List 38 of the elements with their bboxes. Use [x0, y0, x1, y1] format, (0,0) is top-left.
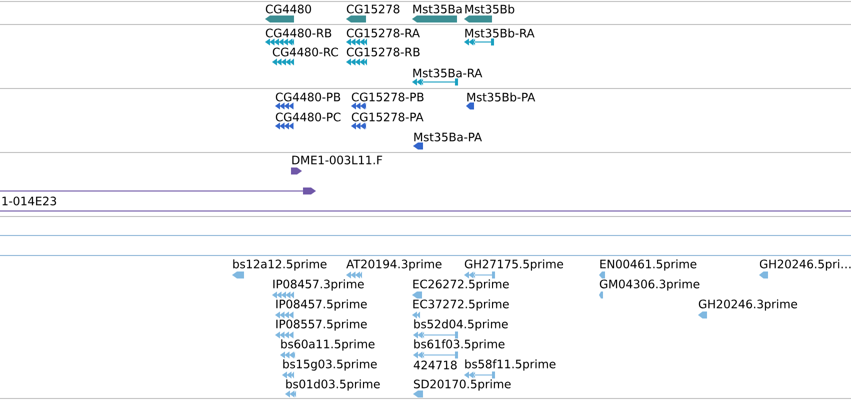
feature-label: DME1-003L11.F: [292, 156, 382, 164]
feature-label: bs15g03.5prime: [283, 359, 377, 371]
feature-label: CG4480-RB: [266, 28, 332, 38]
feature-label: bs60a11.5prime: [281, 339, 374, 351]
feature-label: bs61f03.5prime: [414, 339, 504, 351]
feature-label: CG15278-PA: [352, 112, 424, 122]
feature-label: bs52d04.5prime: [414, 319, 508, 331]
feature-label: Mst35Ba-RA: [413, 68, 482, 78]
feature-label: EC26272.5prime: [413, 279, 509, 291]
feature-label: IP08457.5prime: [276, 299, 367, 311]
feature-label: GH20246.5pri…: [760, 259, 850, 271]
feature-label: bs12a12.5prime: [233, 259, 326, 271]
feature-label: Mst35Bb-PA: [467, 92, 536, 102]
feature-label: AT20194.3prime: [346, 259, 442, 271]
feature-label: IP08557.5prime: [276, 319, 367, 331]
feature-label: Mst35Bb: [465, 4, 514, 14]
feature-label: CG4480-PB: [276, 92, 340, 102]
feature-label: bs01d03.5prime: [286, 379, 380, 391]
feature-label: CG15278: [346, 4, 400, 14]
feature-label: Mst35Bb-RA: [465, 28, 535, 38]
feature-label: Mst35Ba-PA: [414, 132, 482, 142]
feature-label: IP08457.3prime: [273, 279, 364, 291]
feature-label: GH27175.5prime: [464, 259, 564, 271]
feature-label: CG15278-RB: [346, 48, 420, 56]
feature-label: 1-014E23: [2, 196, 56, 206]
feature-label: SD20170.5prime: [414, 379, 511, 391]
feature-label: Mst35Ba: [413, 4, 462, 14]
feature-label: CG15278-PB: [352, 92, 424, 102]
feature-label: CG4480: [266, 4, 312, 14]
feature-label: CG15278-RA: [346, 28, 420, 38]
feature-label: EC37272.5prime: [413, 299, 509, 311]
feature-label: bs58f11.5prime: [465, 359, 556, 371]
feature-label: CG4480-RC: [272, 48, 338, 56]
feature-label: GM04306.3prime: [600, 279, 700, 291]
feature-label: 424718: [414, 360, 457, 370]
feature-label: GH20246.3prime: [698, 299, 798, 311]
feature-label: CG4480-PC: [276, 112, 340, 122]
feature-label: EN00461.5prime: [600, 259, 696, 271]
